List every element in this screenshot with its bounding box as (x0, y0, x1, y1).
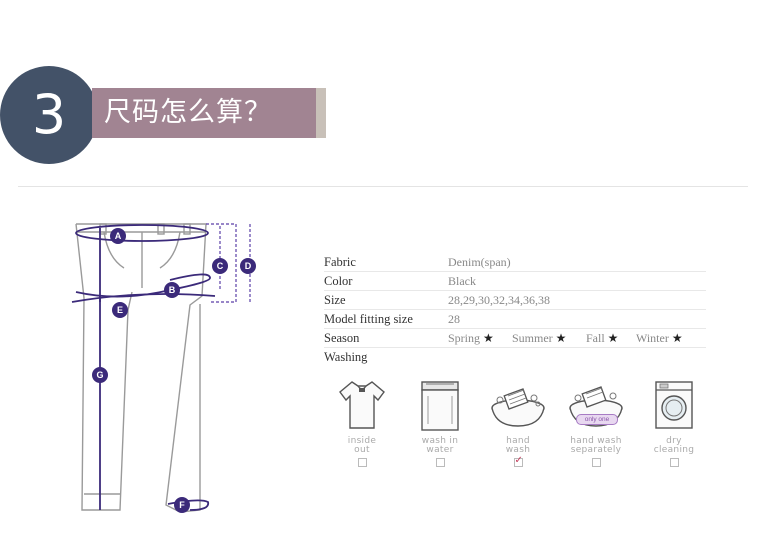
wash-label: wash in (421, 436, 459, 446)
basin-icon (491, 388, 545, 427)
wash-label: inside (347, 436, 377, 446)
star-icon: ★ (607, 331, 619, 345)
tshirt-icon (339, 381, 385, 429)
spec-label: Washing (324, 350, 368, 364)
title-bar (92, 88, 316, 138)
pants-measurement-diagram (71, 223, 251, 513)
wash-item-dry-cleaning: dry cleaning (640, 378, 708, 467)
check-icon: ✓ (514, 455, 523, 466)
spec-value: 28 (448, 312, 460, 326)
spec-label: Size (324, 293, 346, 307)
wash-item-inside-out: inside out (328, 378, 396, 467)
marker-e: E (112, 302, 128, 318)
season-fall: Fall★ (586, 331, 619, 345)
washing-machine-front-icon (655, 381, 693, 429)
title-bar-edge (316, 88, 326, 138)
spec-label: Color (324, 274, 353, 288)
spec-row-color: Color Black (324, 271, 706, 291)
wash-label: water (426, 445, 454, 455)
wash-label: wash (505, 445, 531, 455)
spec-row-season: Season Spring★ Summer★ Fall★ Winter★ (324, 328, 706, 348)
season-summer: Summer★ (512, 331, 567, 345)
spec-value: 28,29,30,32,34,36,38 (448, 293, 550, 307)
spec-value: Denim(span) (448, 255, 511, 269)
wash-label: out (354, 445, 370, 455)
marker-a: A (110, 228, 126, 244)
season-spring: Spring★ (448, 331, 494, 345)
marker-f: F (174, 497, 190, 513)
wash-checkbox-checked: ✓ (513, 455, 523, 467)
spec-label: Model fitting size (324, 312, 413, 326)
wash-item-wash-in-water: wash in water (406, 378, 474, 467)
only-one-badge: only one (576, 414, 618, 425)
section-divider (18, 186, 748, 187)
spec-label: Fabric (324, 255, 356, 269)
wash-checkbox (591, 458, 601, 467)
marker-d: D (240, 258, 256, 274)
spec-value: Black (448, 274, 476, 288)
marker-g: G (92, 367, 108, 383)
wash-label: hand wash (570, 436, 622, 446)
wash-item-hand-wash-separately: only one hand wash separately (562, 378, 630, 467)
spec-label: Season (324, 331, 360, 345)
wash-checkbox (435, 458, 445, 467)
star-icon: ★ (555, 331, 567, 345)
spec-row-model-fitting-size: Model fitting size 28 (324, 309, 706, 329)
marker-c: C (212, 258, 228, 274)
wash-label: dry (666, 436, 682, 446)
wash-label: separately (570, 445, 622, 455)
spec-row-size: Size 28,29,30,32,34,36,38 (324, 290, 706, 310)
measurement-lines (71, 224, 216, 511)
wash-checkbox (357, 458, 367, 467)
wash-item-hand-wash: hand wash ✓ (484, 378, 552, 467)
spec-row-washing: Washing (324, 347, 706, 366)
wash-label: cleaning (653, 445, 695, 455)
star-icon: ★ (671, 331, 683, 345)
star-icon: ★ (483, 331, 494, 345)
wash-checkbox (669, 458, 679, 467)
marker-b: B (164, 282, 180, 298)
spec-row-fabric: Fabric Denim(span) (324, 252, 706, 272)
step-number-badge: 3 (0, 66, 98, 164)
wash-label: hand (506, 436, 530, 446)
season-winter: Winter★ (636, 331, 683, 345)
section-title: 尺码怎么算？ (104, 97, 272, 128)
washing-machine-top-icon (421, 381, 459, 431)
